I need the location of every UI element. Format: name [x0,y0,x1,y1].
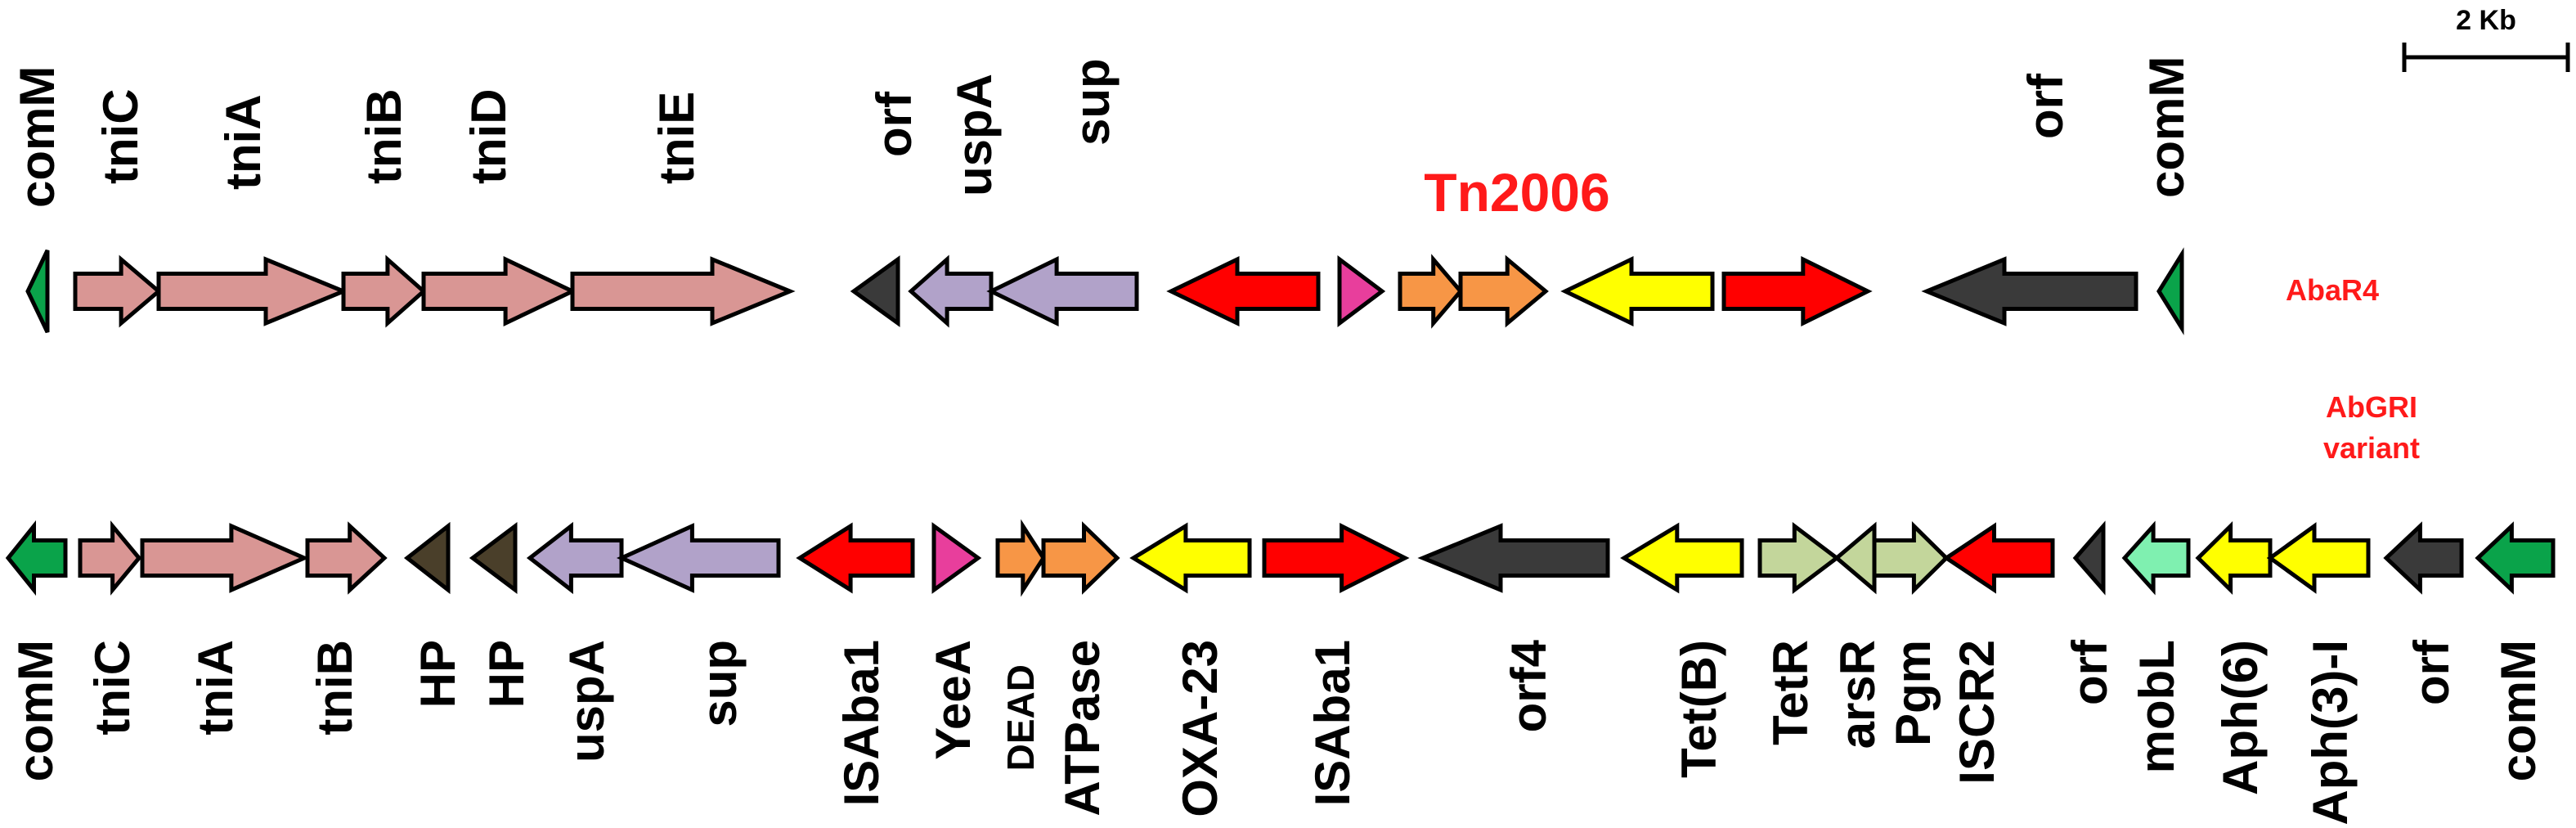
bottom-gene-8 [616,523,781,593]
bottom-label-23: Aph(6) [2213,640,2268,795]
bottom-label-13: OXA-23 [1173,640,1227,817]
bottom-gene-10 [931,522,982,594]
top-label-1: comM [10,66,65,208]
top-gene-4 [341,254,427,328]
bottom-gene-11 [995,519,1046,597]
bottom-label-2: tniC [85,640,140,736]
top-label-4: tniB [357,88,411,184]
bottom-gene-23 [2195,521,2273,595]
bottom-label-8: sup [692,640,747,727]
bottom-label-21: orf [2062,639,2117,705]
bottom-gene-9 [796,522,915,594]
bottom-gene-25 [2383,521,2464,595]
bottom-gene-26 [2475,521,2556,595]
top-label-2: tniC [93,88,148,184]
bottom-label-7: uspA [559,640,614,763]
bottom-gene-6 [469,522,518,594]
bottom-gene-7 [526,521,624,595]
top-label-8: uspA [947,74,1002,196]
bottom-label-4: tniB [307,640,362,736]
scale-bar: 2 Kb [2402,5,2570,72]
bottom-label-18: arsR [1830,640,1885,749]
top-gene-15 [1721,255,1873,327]
bottom-gene-1 [5,520,68,596]
top-gene-9 [986,256,1139,326]
top-label-10: orf [2018,73,2073,139]
top-gene-1 [25,249,50,334]
bottom-gene-13 [1129,522,1252,594]
bottom-track-genes [5,519,2556,597]
bottom-track-name-line2: variant [2323,431,2420,465]
top-track-genes [25,247,2184,335]
bottom-label-22: mobL [2129,640,2184,773]
bottom-gene-19 [1872,521,1950,595]
top-gene-8 [908,254,994,328]
bottom-gene-3 [140,523,310,593]
bottom-gene-20 [1942,522,2055,594]
bottom-label-14: ISAba1 [1305,640,1360,806]
bottom-track-name-line1: AbGRI [2326,390,2417,424]
bottom-label-24: Aph(3)-I [2303,640,2358,826]
top-gene-6 [570,256,796,326]
top-gene-7 [850,255,900,327]
bottom-label-1: comM [8,640,63,781]
bottom-gene-5 [403,521,451,595]
top-gene-14 [1560,256,1715,326]
bottom-gene-15 [1417,523,1610,593]
top-gene-12 [1398,254,1464,329]
bottom-label-20: ISCR2 [1950,640,2004,785]
top-label-9: sup [1065,58,1120,146]
bottom-gene-4 [305,521,388,595]
top-label-3: tniA [216,94,271,190]
scale-bar-label: 2 Kb [2456,5,2516,36]
bottom-label-12: ATPase [1055,640,1110,817]
diagram-title: Tn2006 [1424,162,1609,223]
bottom-label-15: orf4 [1501,639,1556,732]
top-label-5: tniD [461,88,516,184]
top-label-6: tniE [649,92,704,184]
bottom-label-17: TetR [1763,640,1818,745]
top-label-7: orf [867,91,922,157]
bottom-gene-24 [2266,522,2371,594]
top-track-name: AbaR4 [2286,273,2379,307]
bottom-label-6: HP [479,640,534,708]
bottom-gene-12 [1041,521,1120,595]
top-label-11: comM [2139,56,2194,198]
bottom-label-16: Tet(B) [1672,640,1726,778]
top-gene-13 [1458,254,1549,328]
bottom-label-26: comM [2491,640,2546,781]
top-gene-11 [1337,255,1386,327]
top-gene-10 [1166,256,1321,326]
bottom-gene-18 [1833,521,1877,595]
bottom-gene-22 [2121,520,2191,596]
bottom-label-11: DEAD [999,664,1042,771]
bottom-gene-21 [2072,520,2106,596]
bottom-label-19: Pgm [1886,640,1941,746]
bottom-gene-2 [78,520,142,596]
top-gene-5 [421,256,577,326]
top-gene-16 [1921,256,2138,326]
bottom-gene-17 [1757,521,1841,595]
bottom-label-9: ISAba1 [834,640,889,806]
bottom-label-25: orf [2404,639,2459,705]
top-gene-3 [156,256,349,326]
bottom-label-10: YeeA [926,640,981,760]
top-gene-2 [73,254,162,328]
bottom-gene-16 [1620,522,1744,594]
bottom-label-3: tniA [188,640,243,736]
bottom-label-5: HP [411,640,465,708]
top-gene-17 [2156,247,2184,335]
bottom-gene-14 [1262,522,1410,594]
